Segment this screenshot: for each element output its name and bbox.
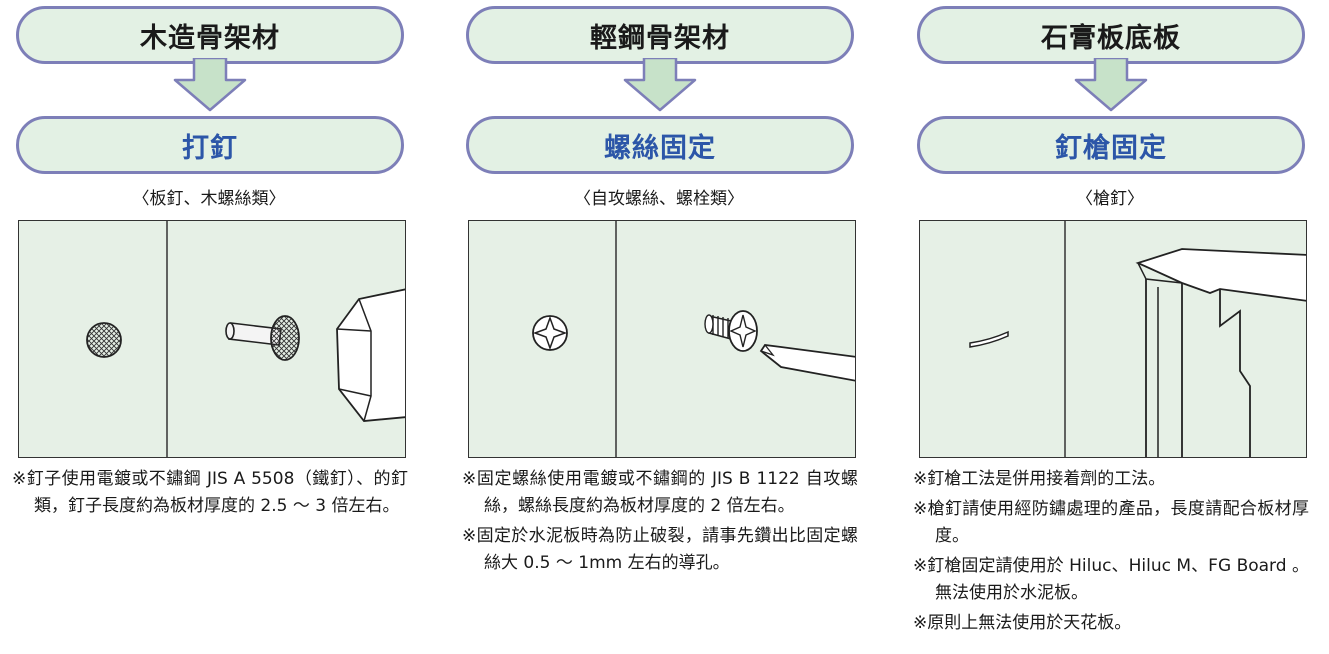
hammer-icon — [336, 288, 405, 422]
frame-type-box: 輕鋼骨架材 — [466, 6, 854, 64]
frame-type-box: 石膏板底板 — [917, 6, 1305, 64]
staple-gun-illustration — [919, 220, 1307, 458]
screw-icon — [704, 310, 758, 352]
fastener-type-caption: 〈板釘、木螺絲類〉 — [132, 189, 286, 209]
note-item: ※固定螺絲使用電鍍或不鏽鋼的 JIS B 1122 自攻螺絲，螺絲長度約為板材厚… — [462, 469, 858, 516]
note-item: ※原則上無法使用於天花板。 — [913, 613, 1132, 633]
fixing-method-label: 螺絲固定 — [604, 132, 716, 164]
screwdriver-icon — [759, 344, 855, 382]
nail-icon — [225, 315, 300, 361]
staple-gun-icon — [1135, 248, 1306, 457]
down-arrow-icon — [173, 58, 247, 112]
fixing-method-box: 打釘 — [16, 116, 404, 174]
down-arrow-icon — [623, 58, 697, 112]
fastener-type-caption: 〈自攻螺絲、螺栓類〉 — [574, 189, 744, 209]
note-item: ※固定於水泥板時為防止破裂，請事先鑽出比固定螺絲大 0.5 ～ 1mm 左右的導… — [462, 526, 858, 573]
fixing-method-box: 釘槍固定 — [917, 116, 1305, 174]
screw-head-icon — [532, 315, 568, 351]
notes-list: ※固定螺絲使用電鍍或不鏽鋼的 JIS B 1122 自攻螺絲，螺絲長度約為板材厚… — [462, 466, 858, 580]
screw-screwdriver-illustration — [468, 220, 856, 458]
fixing-method-label: 釘槍固定 — [1055, 132, 1167, 164]
nail-hammer-illustration — [18, 220, 406, 458]
staple-icon — [969, 330, 1009, 348]
column-gypsum-base: 石膏板底板 釘槍固定 〈槍釘〉 ※釘槍工法是併用接着劑的工法。 ※槍釘請使用經防… — [909, 0, 1311, 654]
frame-type-label: 木造骨架材 — [140, 22, 280, 54]
fixing-method-box: 螺絲固定 — [466, 116, 854, 174]
fixing-method-label: 打釘 — [182, 132, 238, 164]
frame-type-label: 石膏板底板 — [1041, 22, 1181, 54]
note-item: ※釘槍工法是併用接着劑的工法。 — [913, 469, 1166, 489]
fastener-type-caption: 〈槍釘〉 — [1076, 189, 1144, 209]
nail-head-icon — [86, 322, 122, 358]
down-arrow-icon — [1074, 58, 1148, 112]
notes-list: ※釘子使用電鍍或不鏽鋼 JIS A 5508（鐵釘）、的釘類，釘子長度約為板材厚… — [12, 466, 408, 523]
column-steel-frame: 輕鋼骨架材 螺絲固定 〈自攻螺絲、螺栓類〉 — [458, 0, 860, 654]
note-item: ※釘槍固定請使用於 Hiluc、Hiluc M、FG Board 。無法使用於水… — [913, 556, 1309, 603]
note-item: ※槍釘請使用經防鏽處理的產品，長度請配合板材厚度。 — [913, 499, 1309, 546]
notes-list: ※釘槍工法是併用接着劑的工法。 ※槍釘請使用經防鏽處理的產品，長度請配合板材厚度… — [913, 466, 1309, 640]
frame-type-label: 輕鋼骨架材 — [590, 22, 730, 54]
note-item: ※釘子使用電鍍或不鏽鋼 JIS A 5508（鐵釘）、的釘類，釘子長度約為板材厚… — [12, 469, 408, 516]
frame-type-box: 木造骨架材 — [16, 6, 404, 64]
column-wood-frame: 木造骨架材 打釘 〈板釘、木螺絲類〉 — [8, 0, 410, 654]
